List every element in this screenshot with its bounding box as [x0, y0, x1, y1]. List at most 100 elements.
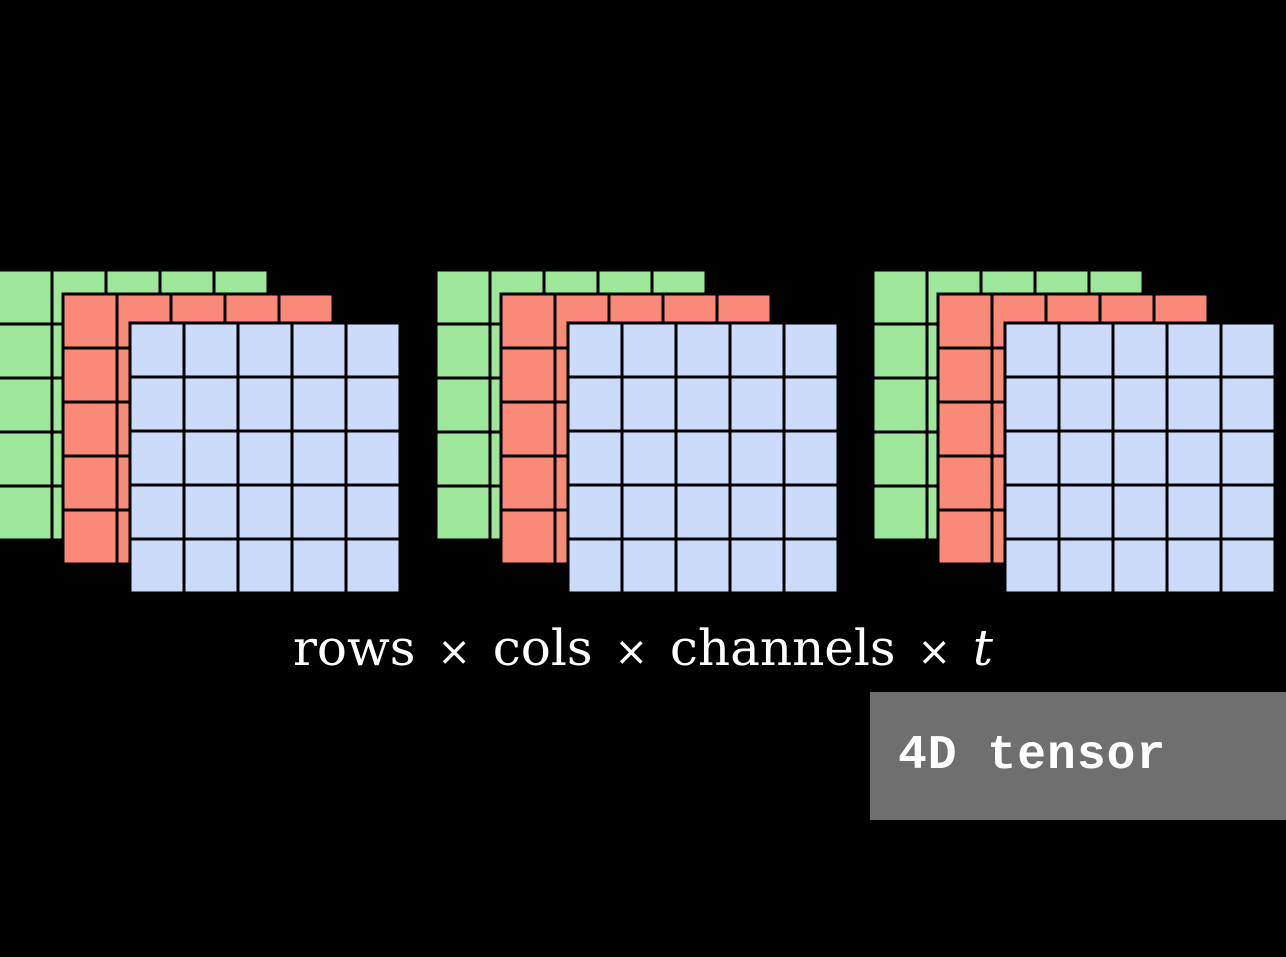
red-channel-cell — [936, 292, 994, 350]
blue-channel-cell — [566, 483, 624, 541]
time-frame-3 — [871, 268, 1277, 595]
blue-channel-cell — [782, 321, 840, 379]
red-channel-cell — [499, 292, 557, 350]
blue-channel-cell — [290, 537, 348, 595]
blue-channel-cell — [674, 321, 732, 379]
blue-channel-cell — [1057, 429, 1115, 487]
blue-channel-cell — [236, 429, 294, 487]
blue-channel-cell — [236, 321, 294, 379]
blue-channel-cell — [236, 483, 294, 541]
caption-cols: cols — [492, 619, 593, 677]
red-channel-cell — [61, 346, 119, 404]
blue-channel-cell — [1111, 375, 1169, 433]
blue-channel-cell — [782, 483, 840, 541]
green-channel-cell — [0, 268, 54, 326]
blue-channel-cell — [236, 375, 294, 433]
blue-channel-cell — [344, 483, 402, 541]
red-channel-cell — [936, 346, 994, 404]
blue-channel-cell — [1057, 483, 1115, 541]
blue-channel-cell — [128, 375, 186, 433]
blue-channel-cell — [1165, 375, 1223, 433]
red-channel-cell — [936, 400, 994, 458]
blue-channel-cell — [674, 537, 732, 595]
blue-channel-cell — [1111, 537, 1169, 595]
blue-channel-cell — [1111, 321, 1169, 379]
red-channel-cell — [499, 454, 557, 512]
blue-channel-cell — [1057, 321, 1115, 379]
blue-channel-cell — [1165, 321, 1223, 379]
caption-t: t — [972, 619, 993, 677]
green-channel-cell — [434, 376, 492, 434]
red-channel-cell — [61, 400, 119, 458]
caption-times-3: × — [917, 629, 951, 675]
green-channel-cell — [0, 322, 54, 380]
blue-channel-cell — [728, 537, 786, 595]
blue-channel-cell — [566, 429, 624, 487]
blue-channel-cell — [182, 429, 240, 487]
green-channel-cell — [0, 484, 54, 542]
time-frame-2 — [434, 268, 840, 595]
blue-channel-cell — [344, 321, 402, 379]
blue-channel-cell — [128, 429, 186, 487]
blue-channel-cell — [1003, 483, 1061, 541]
blue-channel-cell — [344, 375, 402, 433]
blue-channel-cell — [620, 429, 678, 487]
red-channel-cell — [61, 508, 119, 566]
blue-channel-cell — [1003, 429, 1061, 487]
blue-channel-cell — [620, 321, 678, 379]
caption-times-2: × — [614, 629, 648, 675]
blue-channel-cell — [1165, 429, 1223, 487]
blue-channel-cell — [290, 429, 348, 487]
blue-channel-cell — [344, 429, 402, 487]
blue-channel-layer — [1003, 321, 1277, 595]
red-channel-cell — [499, 508, 557, 566]
blue-channel-cell — [290, 375, 348, 433]
blue-channel-cell — [236, 537, 294, 595]
blue-channel-cell — [1057, 375, 1115, 433]
tensor-badge: 4D tensor — [870, 692, 1286, 820]
blue-channel-cell — [128, 537, 186, 595]
blue-channel-cell — [620, 537, 678, 595]
blue-channel-layer — [566, 321, 840, 595]
green-channel-cell — [0, 430, 54, 488]
tensor-shape-caption: rows × cols × channels × t — [0, 616, 1286, 684]
blue-channel-cell — [290, 321, 348, 379]
blue-channel-cell — [1111, 429, 1169, 487]
red-channel-cell — [499, 400, 557, 458]
blue-channel-cell — [782, 537, 840, 595]
blue-channel-cell — [728, 375, 786, 433]
caption-channels: channels — [669, 619, 896, 677]
blue-channel-cell — [344, 537, 402, 595]
blue-channel-cell — [566, 537, 624, 595]
blue-channel-cell — [1003, 321, 1061, 379]
blue-channel-cell — [674, 429, 732, 487]
green-channel-cell — [0, 376, 54, 434]
blue-channel-cell — [1057, 537, 1115, 595]
tensor-badge-label: 4D tensor — [898, 729, 1167, 783]
green-channel-cell — [871, 484, 929, 542]
blue-channel-cell — [182, 537, 240, 595]
blue-channel-cell — [782, 429, 840, 487]
red-channel-cell — [61, 454, 119, 512]
green-channel-cell — [871, 430, 929, 488]
blue-channel-cell — [728, 321, 786, 379]
blue-channel-cell — [1003, 375, 1061, 433]
blue-channel-cell — [1219, 375, 1277, 433]
blue-channel-cell — [1219, 537, 1277, 595]
time-frame-1 — [0, 268, 402, 595]
blue-channel-cell — [128, 483, 186, 541]
blue-channel-cell — [182, 483, 240, 541]
red-channel-cell — [499, 346, 557, 404]
green-channel-cell — [871, 268, 929, 326]
green-channel-cell — [871, 322, 929, 380]
blue-channel-cell — [728, 483, 786, 541]
blue-channel-cell — [1219, 429, 1277, 487]
blue-channel-cell — [1219, 483, 1277, 541]
green-channel-cell — [434, 430, 492, 488]
blue-channel-cell — [566, 375, 624, 433]
blue-channel-cell — [1165, 483, 1223, 541]
blue-channel-cell — [620, 483, 678, 541]
caption-rows: rows — [293, 619, 416, 677]
blue-channel-cell — [182, 321, 240, 379]
